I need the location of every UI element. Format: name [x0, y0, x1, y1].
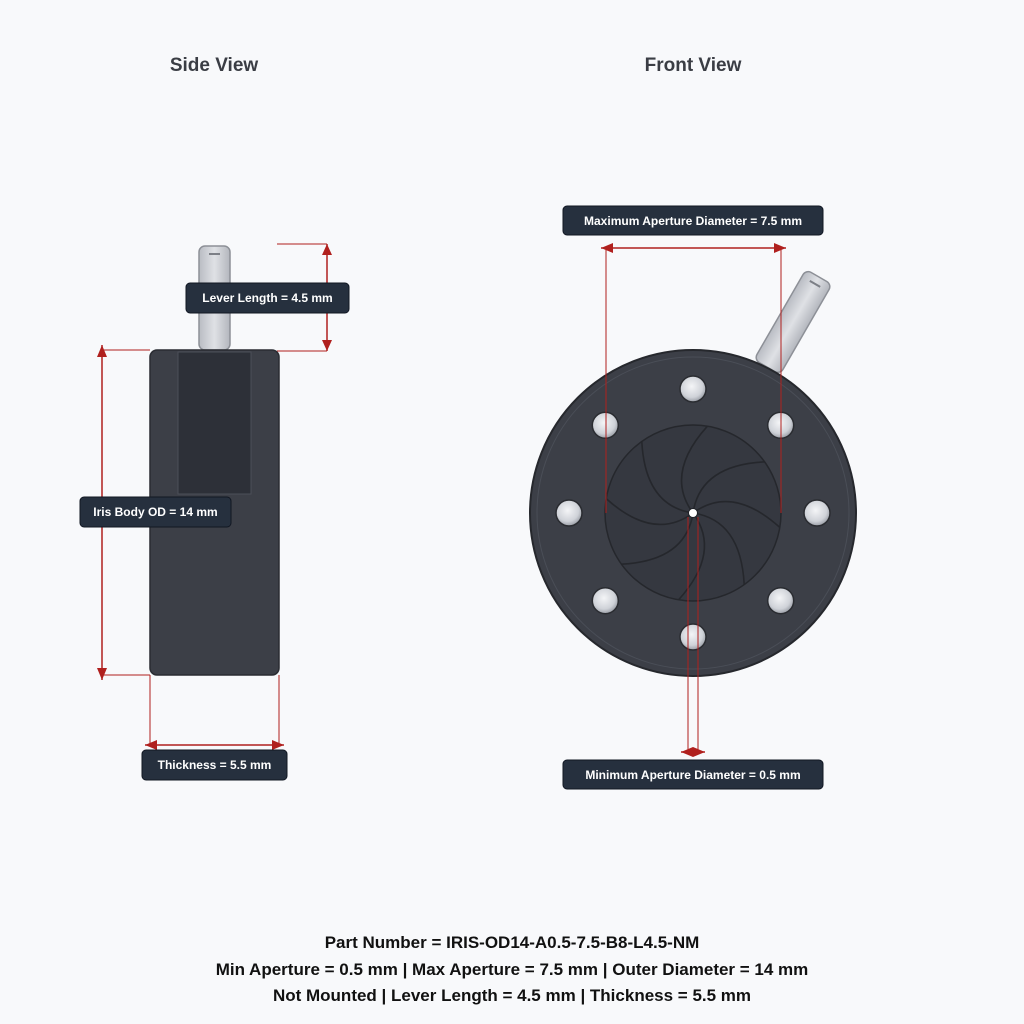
side-view-title: Side View — [170, 55, 259, 76]
lever-length-label: Lever Length = 4.5 mm — [185, 282, 350, 314]
svg-text:Iris Body OD = 14 mm: Iris Body OD = 14 mm — [93, 505, 217, 519]
iris-blade-edge — [692, 461, 765, 514]
part-number-line: Part Number = IRIS-OD14-A0.5-7.5-B8-L4.5… — [324, 933, 700, 952]
mount-summary-line: Not Mounted | Lever Length = 4.5 mm | Th… — [272, 986, 752, 1005]
svg-text:Thickness = 5.5 mm: Thickness = 5.5 mm — [158, 758, 272, 772]
bolt-hole — [803, 499, 831, 527]
front-lever — [755, 270, 831, 374]
iris-blade-edge — [680, 425, 708, 514]
iris-blades — [605, 425, 781, 601]
min-aperture-label: Minimum Aperture Diameter = 0.5 mm — [562, 759, 824, 790]
thickness-dimension — [145, 675, 284, 750]
bolt-hole — [555, 499, 583, 527]
part-summary: Part Number = IRIS-OD14-A0.5-7.5-B8-L4.5… — [0, 930, 1024, 1010]
bolt-hole — [679, 623, 707, 651]
body-od-label: Iris Body OD = 14 mm — [79, 496, 232, 528]
bolt-holes — [555, 375, 831, 651]
front-view: Maximum Aperture Diameter = 7.5 mm Minim… — [529, 205, 857, 790]
iris-blade-edge — [692, 500, 781, 528]
aperture-summary-line: Min Aperture = 0.5 mm | Max Aperture = 7… — [215, 959, 809, 979]
iris-blade-edge — [641, 441, 694, 514]
svg-text:Lever Length = 4.5 mm: Lever Length = 4.5 mm — [202, 291, 332, 305]
bolt-hole — [766, 586, 795, 615]
svg-text:Minimum Aperture Diameter = 0.: Minimum Aperture Diameter = 0.5 mm — [585, 768, 800, 782]
side-body-recess — [177, 351, 252, 495]
iris-blade-edge — [621, 512, 694, 565]
bolt-hole — [591, 411, 620, 440]
svg-text:Maximum Aperture Diameter = 7.: Maximum Aperture Diameter = 7.5 mm — [584, 214, 802, 228]
iris-blade-edge — [692, 512, 745, 585]
min-aperture-dimension — [681, 517, 705, 757]
aperture — [688, 508, 698, 518]
bolt-hole — [679, 375, 707, 403]
thickness-label: Thickness = 5.5 mm — [141, 749, 288, 781]
max-aperture-label: Maximum Aperture Diameter = 7.5 mm — [562, 205, 824, 236]
side-view: Lever Length = 4.5 mm Iris Body OD = 14 … — [79, 243, 350, 781]
iris-blade-edge — [605, 498, 694, 526]
bolt-hole — [591, 586, 620, 615]
max-aperture-dimension — [601, 243, 786, 513]
front-view-title: Front View — [645, 55, 742, 76]
